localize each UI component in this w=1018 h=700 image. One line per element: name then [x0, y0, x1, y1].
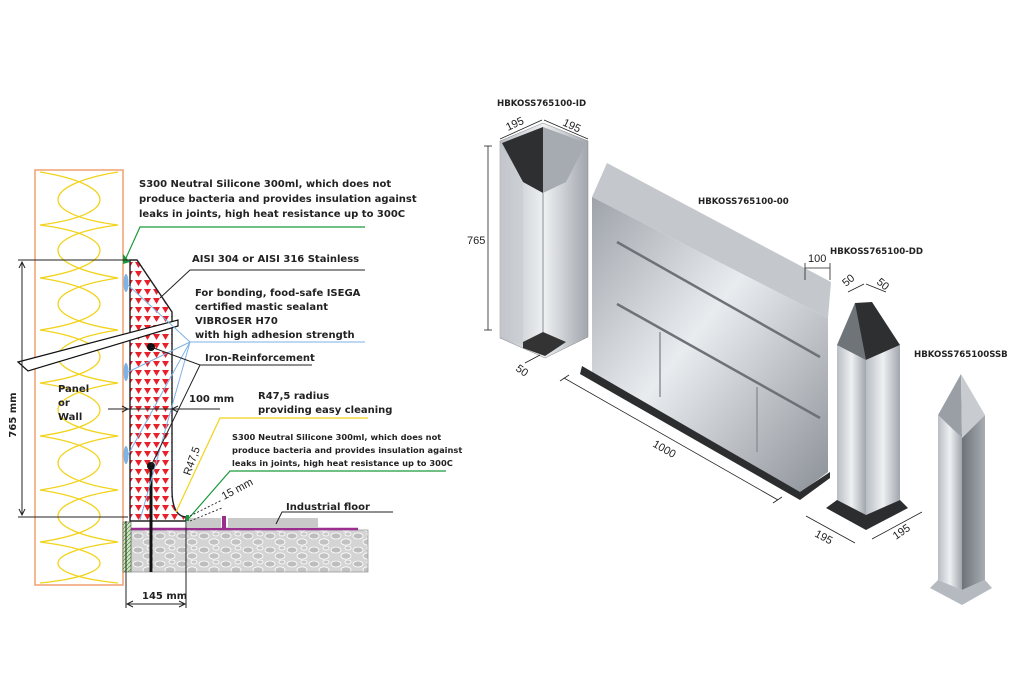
bonding-line: VIBROSER H70	[195, 316, 278, 327]
skirting-profile	[129, 259, 187, 522]
straight-length: 1000	[651, 438, 678, 461]
product-end-cap: HBKOSS765100SSB	[914, 350, 1008, 605]
sealant-blob	[123, 274, 129, 292]
inner-corner-dims	[484, 119, 589, 364]
floor-tile	[228, 518, 318, 528]
outer-corner-top-a: 50	[840, 272, 857, 289]
bonding-line: For bonding, food-safe ISEGA	[195, 288, 361, 299]
silicone-top-line: leaks in joints, high heat resistance up…	[139, 209, 405, 220]
product-outer-corner: HBKOSS765100-DD 50 50 195 195	[805, 247, 923, 547]
outer-corner-code: HBKOSS765100-DD	[830, 247, 923, 257]
straight-depth: 100	[808, 253, 826, 265]
silicone-bottom-line: leaks in joints, high heat resistance up…	[232, 458, 453, 468]
end-cap-code: HBKOSS765100SSB	[914, 350, 1008, 360]
silicone-bottom-callout: S300 Neutral Silicone 300ml, which does …	[232, 432, 462, 468]
straight-dims	[559, 263, 831, 504]
leader-reinforcement-2	[150, 364, 201, 467]
silicone-top-line: S300 Neutral Silicone 300ml, which does …	[139, 179, 391, 190]
sealant-blob	[123, 363, 129, 381]
bonding-callout: For bonding, food-safe ISEGA certified ma…	[195, 288, 361, 341]
leader-radius	[175, 417, 368, 513]
height-label: 765 mm	[8, 392, 19, 437]
radius-line: providing easy cleaning	[258, 405, 392, 416]
gap-value: 15 mm	[220, 476, 255, 502]
outer-corner-base-b: 195	[891, 522, 913, 542]
floor-tile	[187, 518, 221, 528]
panel-pointer	[16, 319, 179, 372]
section-detail: S300 Neutral Silicone 300ml, which does …	[8, 169, 462, 608]
leader-silicone-top	[125, 226, 365, 259]
inner-corner-height: 765	[467, 235, 485, 247]
height-dimension	[18, 259, 130, 518]
concrete-slab	[130, 529, 369, 573]
outer-corner-base-a: 195	[813, 528, 835, 547]
insulation-panel	[34, 169, 124, 586]
silicone-bottom-line: S300 Neutral Silicone 300ml, which does …	[232, 432, 441, 442]
straight-code: HBKOSS765100-00	[698, 197, 789, 207]
silicone-top-mark	[123, 254, 130, 264]
outer-corner-top-b: 50	[874, 276, 891, 293]
radius-line: R47,5 radius	[258, 391, 329, 402]
inner-corner-code: HBKOSS765100-ID	[497, 99, 586, 109]
silicone-bottom-line: produce bacteria and provides insulation…	[232, 445, 462, 455]
tile-joint	[222, 516, 226, 528]
wall-gap-filler	[122, 521, 132, 573]
thickness-dimension	[108, 405, 220, 413]
bonding-line: certified mastic sealant	[195, 302, 328, 313]
panel-label: Wall	[58, 412, 82, 423]
inner-corner-width-a: 195	[504, 115, 526, 134]
inner-corner-lip: 50	[513, 363, 530, 380]
silicone-bottom-mark	[186, 515, 189, 521]
leader-floor	[275, 511, 393, 525]
reinforcement-label: Iron-Reinforcement	[205, 353, 315, 364]
panel-label: or	[58, 398, 70, 409]
stainless-label: AISI 304 or AISI 316 Stainless	[192, 254, 359, 265]
silicone-top-callout: S300 Neutral Silicone 300ml, which does …	[139, 179, 417, 220]
thickness-label: 100 mm	[189, 394, 234, 405]
leader-silicone-bottom	[188, 470, 446, 519]
leader-stainless	[159, 269, 365, 299]
product-inner-corner: HBKOSS765100-ID 195 195 765 50	[467, 99, 589, 380]
base-label: 145 mm	[142, 591, 187, 602]
product-straight: HBKOSS765100-00 1000 100	[559, 163, 831, 504]
gap-dashes	[189, 499, 223, 522]
sealant-blob	[123, 446, 129, 464]
floor-label: Industrial floor	[286, 502, 370, 513]
panel-label: Panel	[58, 384, 89, 395]
radius-callout: R47,5 radius providing easy cleaning	[258, 391, 392, 416]
outer-corner-dims	[805, 283, 923, 544]
bonding-line: with high adhesion strength	[195, 330, 355, 341]
base-dimension	[125, 521, 187, 608]
leader-sealant	[127, 284, 365, 521]
silicone-top-line: produce bacteria and provides insulation…	[139, 194, 417, 205]
products: HBKOSS765100-ID 195 195 765 50 HBKOSS765…	[467, 99, 1008, 605]
